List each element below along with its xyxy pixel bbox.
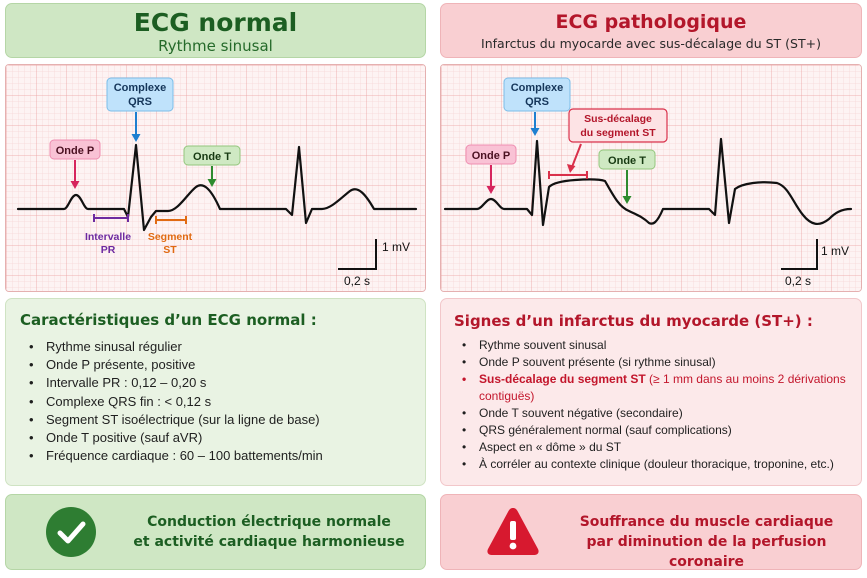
p-wave-arrow-head [486, 186, 496, 194]
list-item: Complexe QRS fin : < 0,12 s [26, 393, 425, 411]
list-item: Onde T positive (sauf aVR) [26, 429, 425, 447]
infarction-signs-panel: Signes d’un infarctus du myocarde (ST+) … [440, 298, 862, 486]
p-wave-label-box [49, 139, 101, 160]
pathologic-subtitle: Infarctus du myocarde avec sus-décalage … [481, 36, 821, 51]
normal-characteristics-list: Rythme sinusal régulier Onde P présente,… [26, 338, 425, 466]
st-segment-bracket [155, 216, 187, 224]
normal-conclusion-line2: et activité cardiaque harmonieuse [133, 534, 405, 550]
p-wave-arrow-head [70, 181, 80, 189]
t-wave-label-box [183, 145, 241, 166]
ecg-grid [6, 65, 425, 291]
list-item: Intervalle PR : 0,12 – 0,20 s [26, 374, 425, 392]
highlight-bold-text: Sus-décalage du segment ST [479, 372, 646, 386]
t-wave-label-box [598, 149, 656, 170]
list-item: Segment ST isoélectrique (sur la ligne d… [26, 411, 425, 429]
warning-triangle-icon [485, 505, 541, 557]
normal-subtitle: Rythme sinusal [158, 37, 273, 55]
list-item: Rythme sinusal régulier [26, 338, 425, 356]
t-wave-label: Onde T [608, 155, 646, 167]
qrs-label-box [503, 77, 571, 112]
pathologic-conclusion-line2: par diminution de la perfusion coronaire [586, 534, 827, 570]
st-segment-label-line1: Segment [148, 231, 193, 243]
infarction-signs-list: Rythme souvent sinusal Onde P souvent pr… [459, 337, 861, 473]
scale-time: 0,2 s [785, 274, 811, 288]
scale-time: 0,2 s [344, 274, 370, 288]
p-wave-label-box [465, 144, 517, 165]
qrs-arrow-head [131, 134, 141, 142]
pr-interval-label-line1: Intervalle [85, 231, 131, 243]
normal-title: ECG normal [133, 8, 298, 37]
list-item: Fréquence cardiaque : 60 – 100 battement… [26, 447, 425, 465]
pr-interval-bracket [93, 214, 129, 222]
st-elevation-arrow-line [571, 143, 582, 168]
p-wave-label: Onde P [56, 145, 95, 157]
pr-interval-label-line2: PR [101, 244, 116, 256]
qrs-label-box [106, 77, 174, 112]
list-item: À corréler au contexte clinique (douleur… [459, 456, 861, 473]
pathologic-header: ECG pathologique Infarctus du myocarde a… [440, 3, 862, 58]
qrs-arrow-head [530, 128, 540, 136]
check-circle-icon [46, 507, 96, 557]
scale-voltage: 1 mV [821, 244, 849, 258]
qrs-label-line1: Complexe [511, 82, 564, 94]
list-item-highlight: Sus-décalage du segment ST (≥ 1 mm dans … [459, 371, 861, 405]
normal-characteristics-panel: Caractéristiques d’un ECG normal : Rythm… [5, 298, 426, 486]
list-item: QRS généralement normal (sauf complicati… [459, 422, 861, 439]
scale-bar [781, 239, 818, 270]
normal-conclusion-line1: Conduction électrique normale [147, 514, 391, 530]
list-item: Onde T souvent négative (secondaire) [459, 405, 861, 422]
st-segment-label-line2: ST [163, 244, 177, 256]
t-wave-label: Onde T [193, 151, 231, 163]
pathologic-conclusion-line1: Souffrance du muscle cardiaque [579, 514, 834, 530]
st-elevation-arrow-head [567, 164, 576, 173]
list-item: Rythme souvent sinusal [459, 337, 861, 354]
st-elevation-bracket [548, 171, 588, 179]
scale-voltage: 1 mV [382, 240, 410, 254]
infarction-signs-title: Signes d’un infarctus du myocarde (ST+) … [454, 312, 813, 330]
list-item: Aspect en « dôme » du ST [459, 439, 861, 456]
list-item: Onde P présente, positive [26, 356, 425, 374]
normal-ecg-strip: Complexe QRS Onde P Onde T Intervalle PR… [5, 64, 426, 292]
pathologic-conclusion-banner: Souffrance du muscle cardiaque par dimin… [440, 494, 862, 570]
qrs-label-line2: QRS [525, 96, 549, 108]
st-elevation-label-box [568, 108, 668, 143]
t-wave-arrow-head [207, 179, 217, 187]
qrs-label-line1: Complexe [114, 82, 167, 94]
t-wave-arrow-head [622, 196, 632, 204]
list-item: Onde P souvent présente (si rythme sinus… [459, 354, 861, 371]
scale-bar [338, 239, 377, 270]
qrs-label-line2: QRS [128, 96, 152, 108]
p-wave-label: Onde P [472, 150, 511, 162]
pathologic-title: ECG pathologique [555, 11, 747, 33]
st-elevation-label-line2: du segment ST [580, 127, 656, 139]
highlight-rest-text: (≥ 1 mm dans au moins 2 dérivations cont… [479, 372, 846, 403]
st-elevation-label-line1: Sus-décalage [584, 113, 652, 125]
ecg-trace-normal [16, 143, 418, 232]
normal-conclusion-banner: Conduction électrique normale et activit… [5, 494, 426, 570]
normal-characteristics-title: Caractéristiques d’un ECG normal : [20, 311, 317, 329]
normal-header: ECG normal Rythme sinusal [5, 3, 426, 58]
ecg-trace-pathologic [443, 137, 853, 227]
pathologic-ecg-strip: Complexe QRS Sus-décalage du segment ST … [440, 64, 862, 292]
pathologic-conclusion-text: Souffrance du muscle cardiaque par dimin… [559, 512, 854, 572]
normal-conclusion-text: Conduction électrique normale et activit… [124, 512, 414, 552]
